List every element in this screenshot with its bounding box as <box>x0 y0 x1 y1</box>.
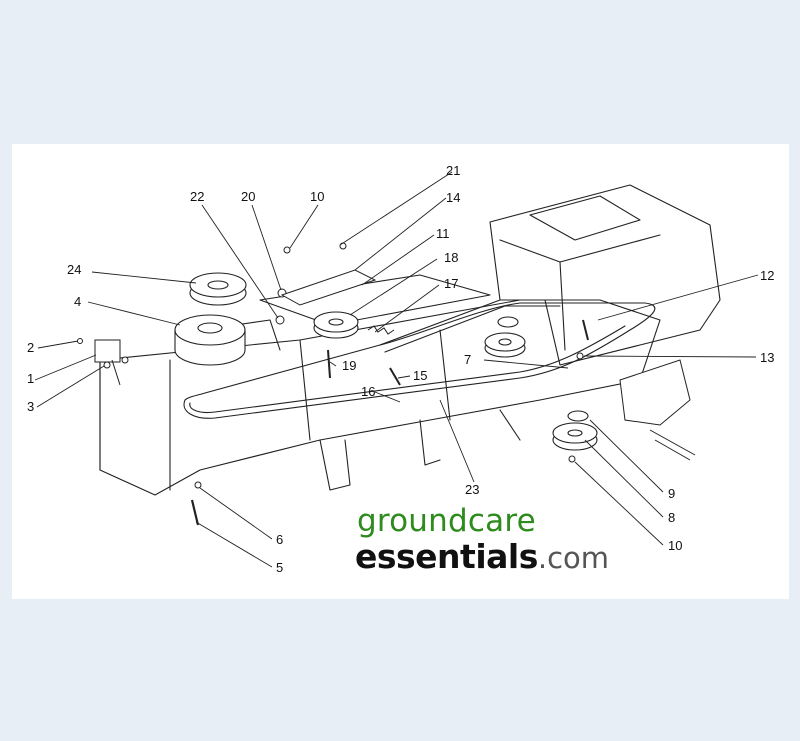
callout-21: 21 <box>446 163 460 178</box>
nut-2 <box>77 338 83 344</box>
callout-18: 18 <box>444 250 458 265</box>
bolt-3 <box>103 361 111 369</box>
callout-8: 8 <box>668 510 675 525</box>
nut-10-top <box>283 246 291 254</box>
idler-arm-11 <box>280 269 377 306</box>
callout-4: 4 <box>74 294 81 309</box>
washer-9 <box>567 410 589 422</box>
callout-9: 9 <box>668 486 675 501</box>
callout-24: 24 <box>67 262 81 277</box>
electric-clutch-4 <box>174 314 246 366</box>
nut-10-bottom <box>568 455 576 463</box>
watermark-essentials-bold: essentials <box>355 537 538 576</box>
callout-10-top: 10 <box>310 189 324 204</box>
nut-6 <box>194 481 202 489</box>
callout-22: 22 <box>190 189 204 204</box>
drive-belt <box>183 302 656 419</box>
callout-15: 15 <box>413 368 427 383</box>
bolt-12 <box>582 319 589 341</box>
frame-deck-plate <box>259 274 491 326</box>
callout-13-label: 13 <box>760 350 774 365</box>
callout-20: 20 <box>241 189 255 204</box>
callout-3: 3 <box>27 399 34 414</box>
callout-5: 5 <box>276 560 283 575</box>
callout-2: 2 <box>27 340 34 355</box>
pulley-24 <box>189 272 247 306</box>
callout-16: 16 <box>361 384 375 399</box>
callout-10-bottom: 10 <box>668 538 682 553</box>
idler-pulley-7 <box>484 332 526 358</box>
bracket-1 <box>94 339 121 363</box>
nut-13 <box>576 352 584 360</box>
callout-11: 11 <box>436 226 450 241</box>
callout-12: 12 <box>760 268 774 283</box>
bolt-5 <box>190 499 200 526</box>
callout-19: 19 <box>342 358 356 373</box>
callout-14: 14 <box>446 190 460 205</box>
pulley-8 <box>552 422 598 451</box>
callout-numbers: 21 14 11 18 17 22 20 10 24 4 2 1 3 19 15… <box>27 163 774 575</box>
idler-pulley-rear <box>497 316 519 328</box>
watermark-groundcare: groundcare <box>357 503 536 539</box>
callout-7: 7 <box>464 352 471 367</box>
idler-pulley-18 <box>313 311 359 339</box>
callout-17: 17 <box>444 276 458 291</box>
callout-6: 6 <box>276 532 283 547</box>
spring-17 <box>367 325 395 335</box>
transaxle <box>619 359 691 426</box>
watermark-dotcom: .com <box>537 541 610 575</box>
frame-rear-lid <box>529 195 641 241</box>
bolt-15 <box>389 367 401 386</box>
watermark-essentials: essentials.com <box>355 540 609 573</box>
bolt-19 <box>327 349 331 379</box>
callout-1: 1 <box>27 371 34 386</box>
callout-23: 23 <box>465 482 479 497</box>
